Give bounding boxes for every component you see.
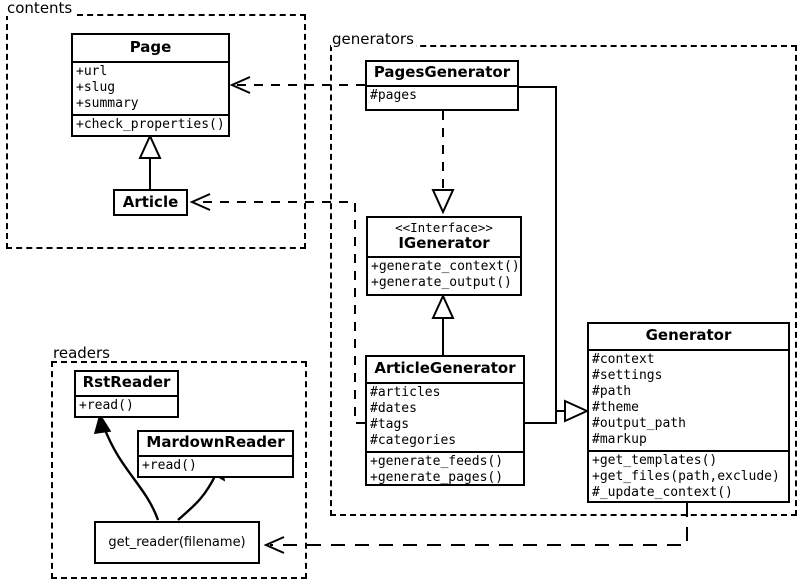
class-name-rst-reader: RstReader xyxy=(82,373,171,391)
class-operation: +read() xyxy=(142,458,197,473)
class-attribute: #context xyxy=(592,352,655,367)
class-attributes-page: +url +slug +summary xyxy=(73,61,228,114)
class-operation: +get_files(path,exclude) xyxy=(592,469,780,484)
class-operations-igenerator: +generate_context() +generate_output() xyxy=(368,256,520,293)
class-operation: +generate_output() xyxy=(371,275,512,290)
class-attribute: #categories xyxy=(370,433,457,448)
class-attribute: +slug xyxy=(76,80,116,95)
class-operations-page: +check_properties() xyxy=(73,114,228,135)
package-label-generators: generators xyxy=(331,30,416,48)
class-box-article[interactable]: Article xyxy=(113,189,188,216)
function-box-get-reader[interactable]: get_reader(filename) xyxy=(94,521,260,564)
class-attribute: #markup xyxy=(592,432,647,447)
class-attribute: #tags xyxy=(370,417,410,432)
class-attribute: #dates xyxy=(370,401,417,416)
class-box-generator[interactable]: Generator #context #settings #path #them… xyxy=(587,322,790,503)
class-operation: +generate_feeds() xyxy=(370,454,504,469)
package-label-contents: contents xyxy=(6,0,75,17)
class-name-article: Article xyxy=(122,193,179,211)
class-name-mardown-reader: MardownReader xyxy=(146,433,285,451)
class-operation: +check_properties() xyxy=(76,117,225,132)
class-attribute: #pages xyxy=(370,88,417,103)
class-attribute: #settings xyxy=(592,368,663,383)
class-attribute: +summary xyxy=(76,96,139,111)
class-box-rst-reader[interactable]: RstReader +read() xyxy=(74,370,179,418)
class-box-igenerator[interactable]: <<Interface>> IGenerator +generate_conte… xyxy=(366,216,522,296)
class-stereotype-igenerator: <<Interface>> xyxy=(395,220,493,235)
class-name-igenerator: IGenerator xyxy=(398,234,490,252)
package-label-readers: readers xyxy=(52,344,112,362)
package-frame-contents xyxy=(6,14,306,249)
class-operations-generator: +get_templates() +get_files(path,exclude… xyxy=(589,450,788,503)
package-frame-readers xyxy=(51,361,307,579)
class-operation: +get_templates() xyxy=(592,453,718,468)
class-attribute: #articles xyxy=(370,385,441,400)
function-label-get-reader: get_reader(filename) xyxy=(108,535,246,550)
class-name-pages-generator: PagesGenerator xyxy=(373,63,511,81)
class-attribute: +url xyxy=(76,64,108,79)
class-attribute: #theme xyxy=(592,400,639,415)
class-box-article-generator[interactable]: ArticleGenerator #articles #dates #tags … xyxy=(365,355,525,486)
class-operation: #_update_context() xyxy=(592,485,733,500)
class-name-page: Page xyxy=(129,38,172,56)
class-attributes-generator: #context #settings #path #theme #output_… xyxy=(589,349,788,450)
class-operations-mardown-reader: +read() xyxy=(139,455,292,476)
class-name-article-generator: ArticleGenerator xyxy=(374,359,516,377)
class-box-mardown-reader[interactable]: MardownReader +read() xyxy=(137,430,294,478)
class-operations-article-generator: +generate_feeds() +generate_pages() xyxy=(367,451,523,488)
class-box-pages-generator[interactable]: PagesGenerator #pages xyxy=(365,60,519,111)
class-operation: +generate_pages() xyxy=(370,470,504,485)
class-name-generator: Generator xyxy=(645,326,732,344)
class-attributes-article-generator: #articles #dates #tags #categories xyxy=(367,382,523,451)
class-attribute: #output_path xyxy=(592,416,686,431)
class-attribute: #path xyxy=(592,384,632,399)
class-box-page[interactable]: Page +url +slug +summary +check_properti… xyxy=(71,33,230,137)
class-attributes-pages-generator: #pages xyxy=(367,85,517,106)
class-operation: +generate_context() xyxy=(371,259,520,274)
class-operations-rst-reader: +read() xyxy=(76,395,177,416)
class-operation: +read() xyxy=(79,398,134,413)
